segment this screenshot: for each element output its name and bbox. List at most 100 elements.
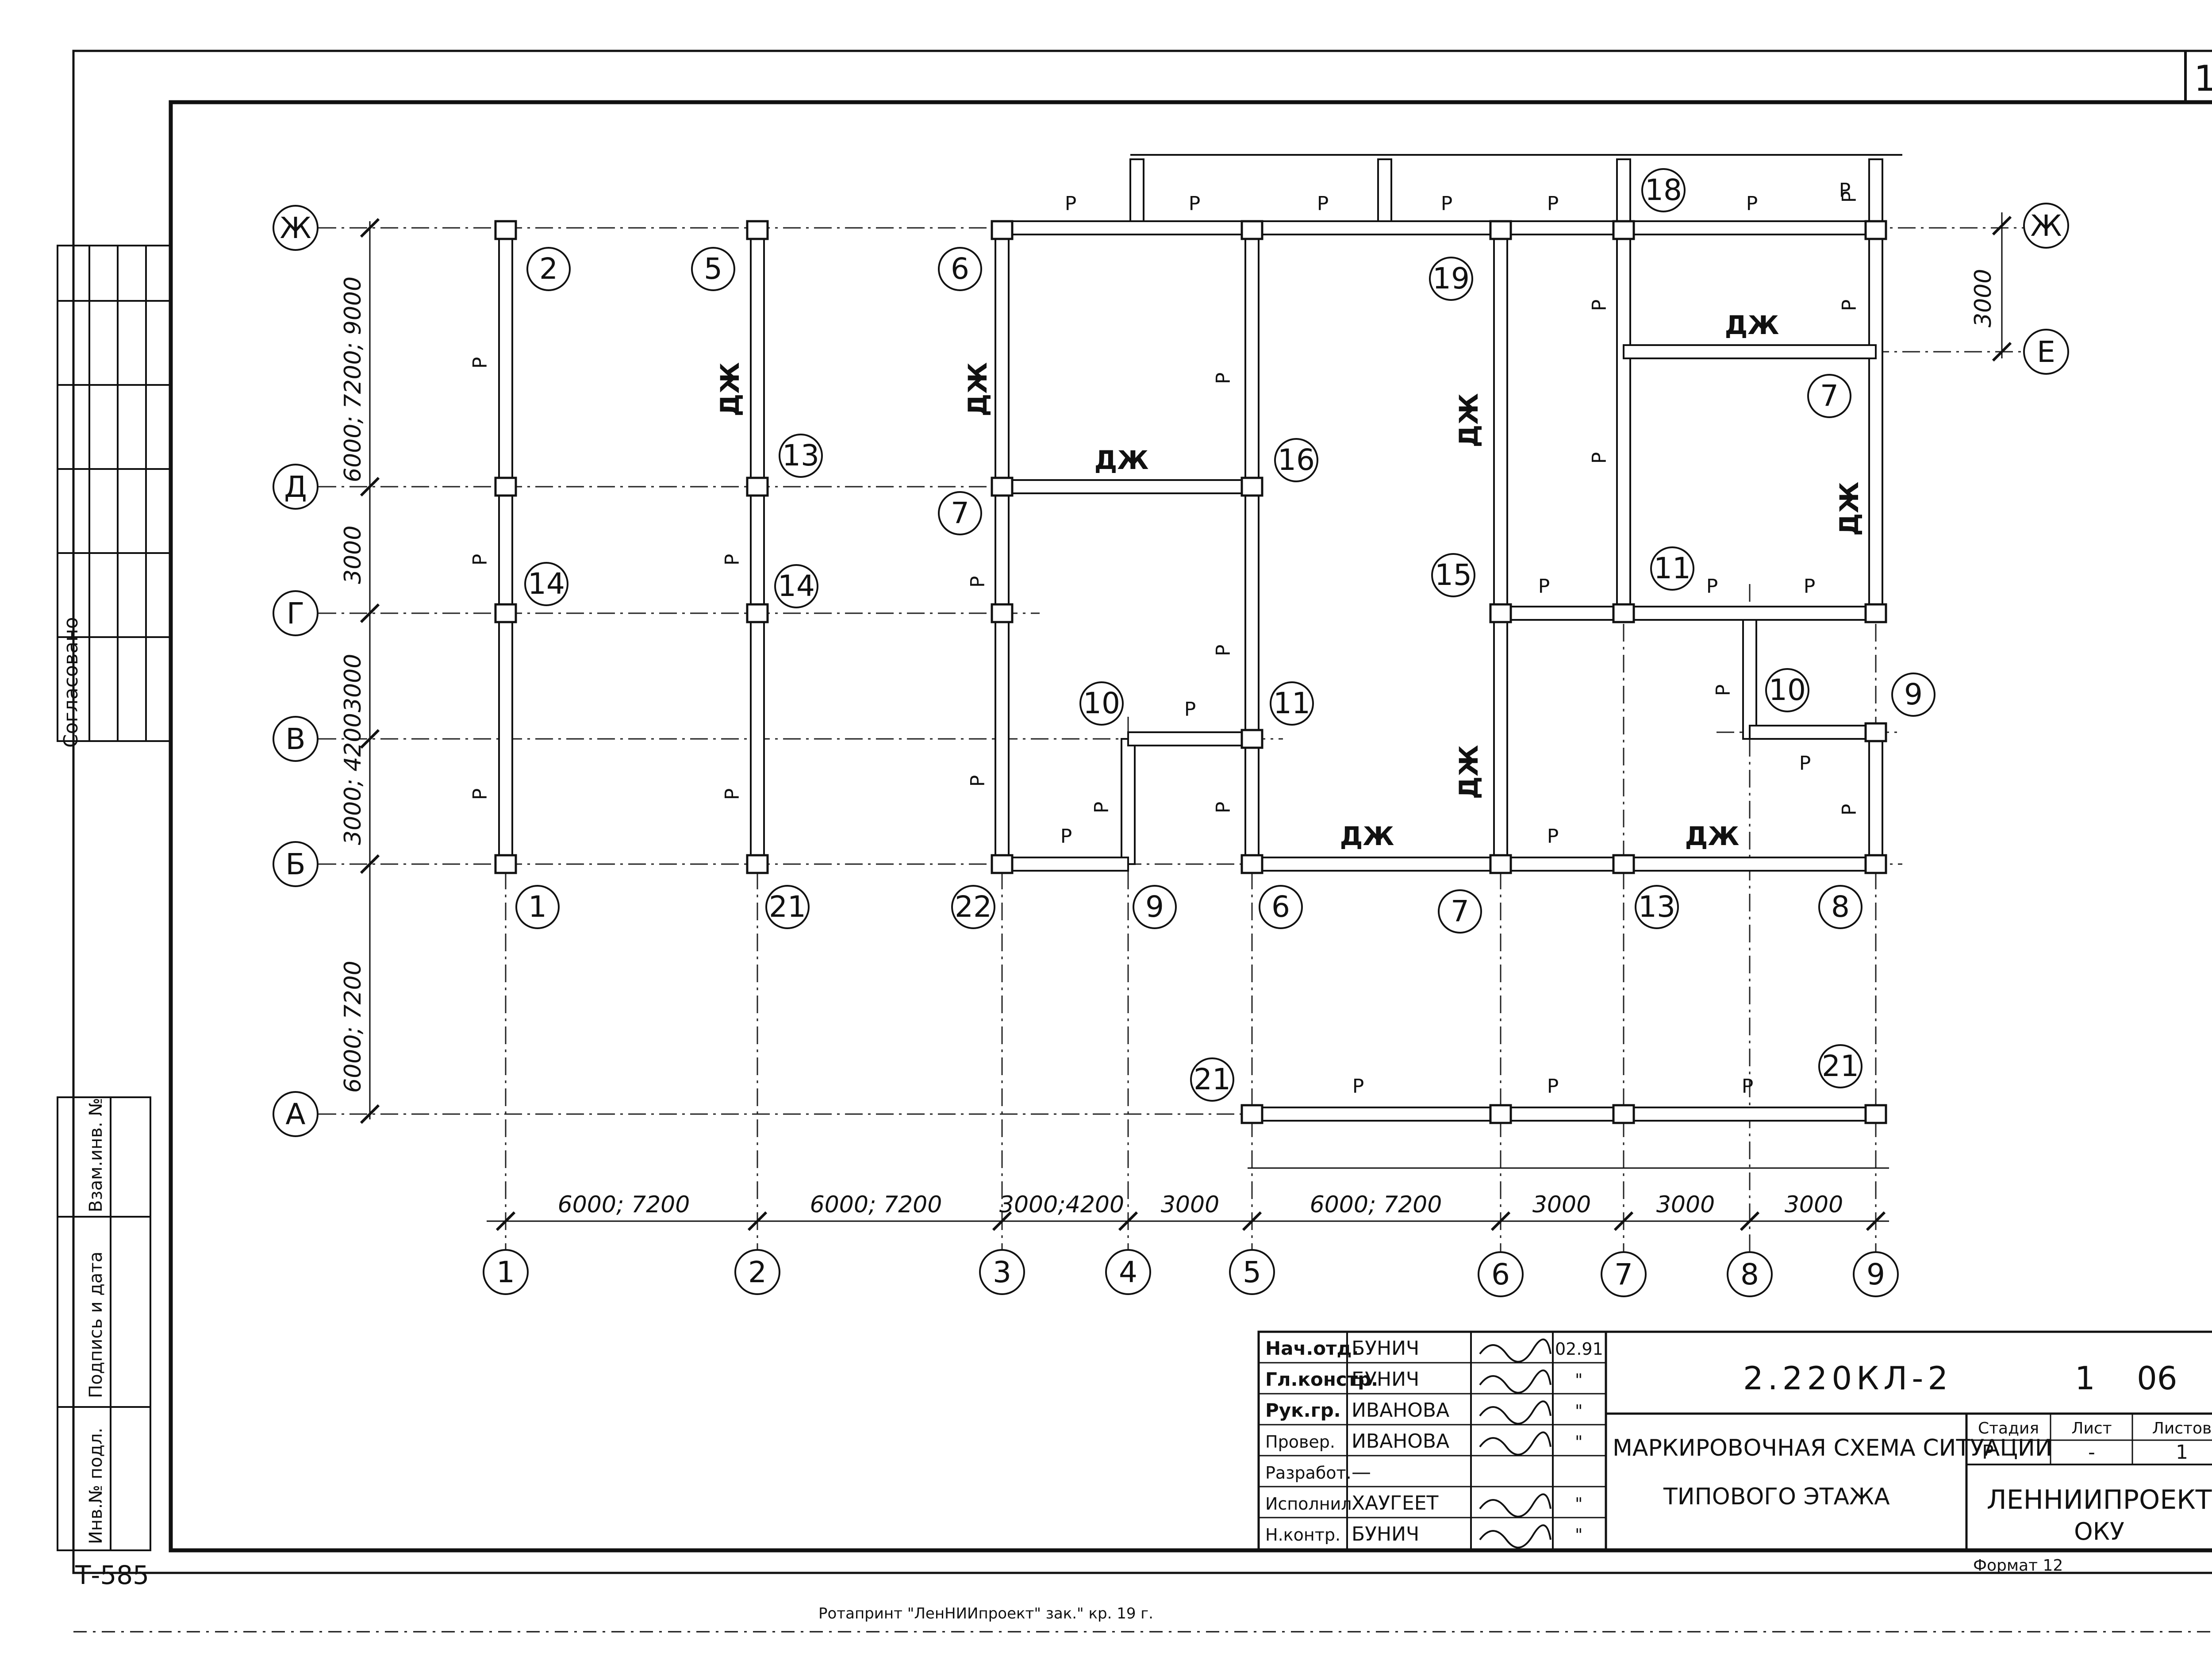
axis-letter-Г: Г bbox=[287, 596, 304, 630]
beam-label-p: Р bbox=[1839, 179, 1851, 202]
agreed-label: Согласовано bbox=[60, 617, 82, 748]
dim-tick bbox=[1992, 342, 2012, 362]
tb-name: БУНИЧ bbox=[1352, 1523, 1419, 1545]
beam-label-p: Р bbox=[1352, 1075, 1364, 1098]
beam-label-p: Р bbox=[1799, 752, 1811, 775]
beam-label-p: Р bbox=[1212, 373, 1235, 384]
beam-label-p: Р bbox=[1184, 698, 1196, 721]
dim-tick bbox=[495, 1211, 516, 1231]
dim-tick bbox=[1866, 1211, 1886, 1231]
axis-number: 8 bbox=[1740, 1257, 1759, 1291]
tb-date: " bbox=[1575, 1401, 1582, 1421]
dimension-ticks bbox=[360, 215, 2012, 1231]
element-mark: 13 bbox=[1638, 890, 1675, 924]
vertical-dim: 3000 bbox=[340, 654, 366, 712]
element-mark: 15 bbox=[1435, 558, 1472, 592]
horizontal-dim: 3000 bbox=[1161, 1192, 1219, 1218]
dim-tick bbox=[1992, 215, 2012, 236]
title-block-roles: Нач.отд. Гл.констр. Рук.гр. Провер. Разр… bbox=[1265, 1338, 1378, 1545]
element-mark: 19 bbox=[1432, 261, 1470, 296]
vertical-dim: 6000; 7200 bbox=[340, 961, 366, 1093]
doc-code: 2.220КЛ-2 bbox=[1743, 1360, 1952, 1397]
org-line1: ЛЕННИИПРОЕКТ bbox=[1987, 1484, 2212, 1515]
beam-label-p: Р bbox=[1547, 1075, 1559, 1098]
sheet-header: Лист bbox=[2071, 1419, 2112, 1438]
beam-label-p: Р bbox=[1588, 300, 1611, 311]
beam-labels-p: Р Р Р Р Р Р Р Р Р Р Р Р Р Р Р Р Р Р Р Р … bbox=[469, 179, 1861, 1098]
axis-letter-Ж: Ж bbox=[280, 211, 311, 245]
beam-label-p: Р bbox=[1091, 802, 1113, 814]
axis-number: 6 bbox=[1491, 1257, 1510, 1291]
tb-date: 02.91 bbox=[1555, 1339, 1603, 1359]
axis-number: 7 bbox=[1614, 1257, 1633, 1291]
beam-label-dzh: ДЖ bbox=[1454, 393, 1484, 448]
doc-title-line2: ТИПОВОГО ЭТАЖА bbox=[1663, 1484, 1890, 1510]
beams bbox=[498, 154, 1902, 1124]
axis-letter-Д: Д bbox=[284, 470, 307, 504]
element-mark: 7 bbox=[951, 496, 969, 530]
horizontal-dim: 3000 bbox=[1656, 1192, 1715, 1218]
beam-label-p: Р bbox=[1212, 802, 1235, 814]
tb-name: БУНИЧ bbox=[1352, 1337, 1419, 1360]
element-mark: 21 bbox=[1822, 1049, 1859, 1083]
tb-name: ХАУГЕЕТ bbox=[1352, 1492, 1438, 1514]
axis-letter-В: В bbox=[285, 722, 305, 756]
horizontal-dim: 3000 bbox=[1785, 1192, 1843, 1218]
dim-tick bbox=[360, 729, 380, 749]
axis-number-bubbles bbox=[483, 1249, 1899, 1297]
sheets-value: 1 bbox=[2176, 1441, 2188, 1464]
element-mark: 21 bbox=[769, 890, 806, 924]
format-label: Формат 12 bbox=[1973, 1557, 2063, 1575]
axis-letter-bubbles bbox=[273, 203, 2069, 1137]
beam-label-p: Р bbox=[1060, 825, 1072, 848]
stage-header: Стадия bbox=[1978, 1419, 2039, 1438]
vertical-dim: 6000; 7200; 9000 bbox=[340, 277, 366, 482]
axis-number: 1 bbox=[496, 1255, 515, 1289]
tb-role: Рук.гр. bbox=[1265, 1399, 1341, 1421]
title-block-signatures bbox=[1479, 1338, 1551, 1549]
element-mark: 11 bbox=[1654, 551, 1691, 585]
beam-label-p: Р bbox=[1742, 1075, 1754, 1098]
axis-number: 3 bbox=[993, 1255, 1011, 1289]
doc-title-line1: МАРКИРОВОЧНАЯ СХЕМА СИТУАЦИИ bbox=[1613, 1435, 2052, 1461]
beam-label-p: Р bbox=[1547, 825, 1559, 848]
sheet-value: - bbox=[2088, 1441, 2095, 1464]
element-mark: 8 bbox=[1831, 890, 1850, 924]
horizontal-dim: 6000; 7200 bbox=[810, 1192, 942, 1218]
dim-tick bbox=[1118, 1211, 1138, 1231]
element-mark: 14 bbox=[528, 567, 565, 601]
axis-numbers: 1 2 3 4 5 6 7 8 9 bbox=[496, 1255, 1885, 1291]
sheets-header: Листов bbox=[2152, 1419, 2212, 1438]
axis-letter-Б: Б bbox=[285, 847, 305, 881]
doc-number: 06 bbox=[2137, 1360, 2177, 1397]
element-mark: 1 bbox=[528, 890, 547, 924]
vertical-dim: 3000 bbox=[1970, 269, 1997, 327]
beam-label-p: Р bbox=[1189, 192, 1201, 215]
beam-label-p: Р bbox=[967, 775, 989, 787]
dim-tick bbox=[1242, 1211, 1262, 1231]
tb-name: ИВАНОВА bbox=[1352, 1399, 1449, 1422]
element-mark: 7 bbox=[1451, 894, 1469, 928]
element-mark: 6 bbox=[1271, 890, 1290, 924]
horizontal-dim: 6000; 7200 bbox=[1310, 1192, 1442, 1218]
replaced-inv-label: Взам.инв. № bbox=[86, 1098, 106, 1212]
axis-letter-А: А bbox=[285, 1097, 305, 1131]
beam-label-p: Р bbox=[1838, 191, 1861, 203]
beam-label-dzh: ДЖ bbox=[1834, 482, 1864, 536]
columns bbox=[494, 220, 1887, 1124]
horizontal-dim: 6000; 7200 bbox=[558, 1192, 690, 1218]
doc-issue: 1 bbox=[2075, 1360, 2095, 1397]
dim-tick bbox=[360, 218, 380, 238]
dimension-lines bbox=[369, 212, 2003, 1222]
tb-role: Разработ. bbox=[1265, 1463, 1352, 1483]
stage-value: Р bbox=[1982, 1441, 1994, 1464]
element-mark: 7 bbox=[1820, 379, 1839, 413]
tb-name: ИВАНОВА bbox=[1352, 1430, 1449, 1453]
beam-label-p: Р bbox=[1547, 192, 1559, 215]
dim-tick bbox=[1740, 1211, 1760, 1231]
element-mark: 14 bbox=[778, 569, 815, 603]
beam-label-p: Р bbox=[1065, 192, 1077, 215]
tb-role: Исполнил bbox=[1265, 1494, 1352, 1514]
tb-role: Нач.отд. bbox=[1265, 1338, 1359, 1359]
